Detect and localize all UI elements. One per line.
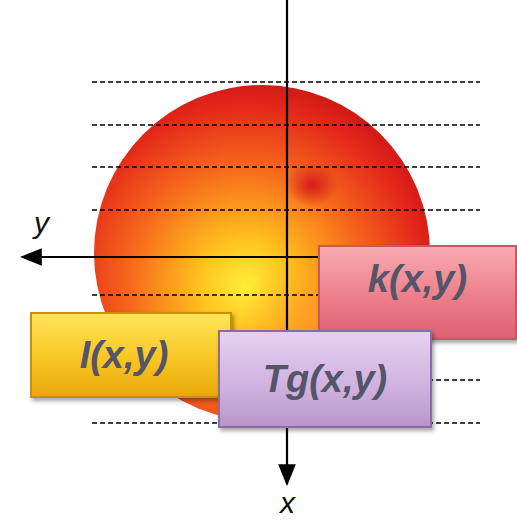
axis-label: y bbox=[34, 208, 49, 238]
pink-box: k(x,y) bbox=[318, 245, 517, 340]
yellow-box: I(x,y) bbox=[30, 312, 232, 398]
function-label: k(x,y) bbox=[368, 260, 467, 298]
axis-label: x bbox=[280, 488, 295, 518]
function-label: Tg(x,y) bbox=[263, 360, 388, 398]
lavender-box: Tg(x,y) bbox=[218, 330, 432, 428]
function-label: I(x,y) bbox=[80, 336, 169, 374]
